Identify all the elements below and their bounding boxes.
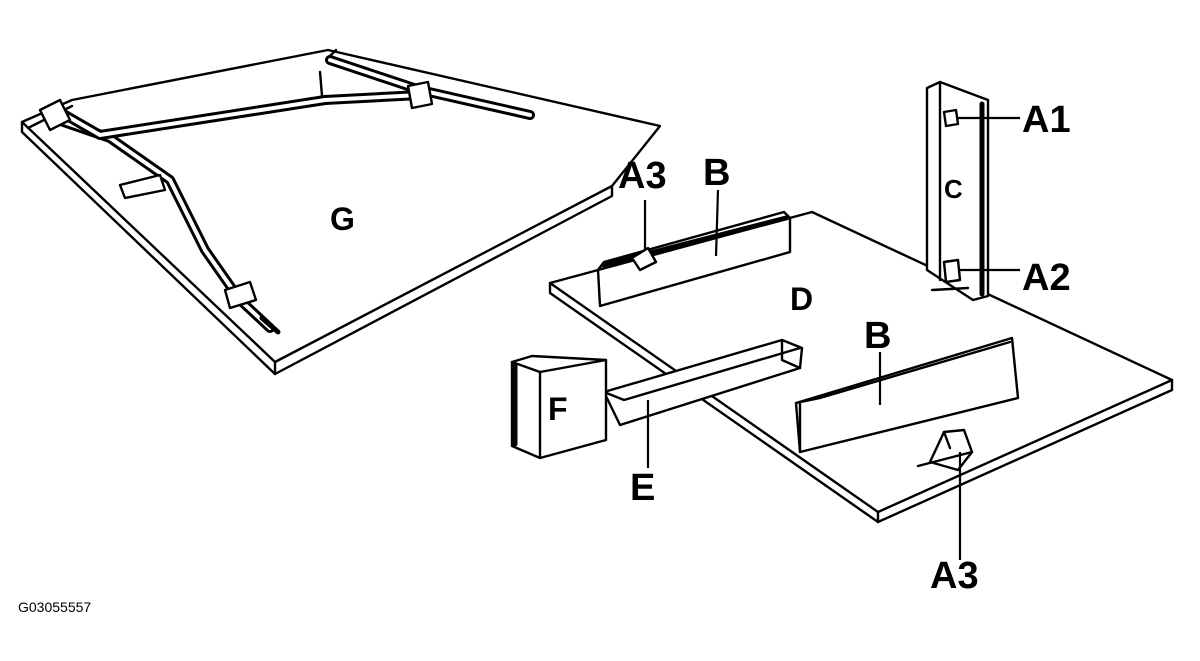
label-d: D	[790, 281, 813, 317]
clip-a3-bottom	[916, 428, 974, 472]
callout-b-bottom: B	[864, 315, 891, 357]
panel-g	[20, 48, 662, 376]
callout-a2: A2	[1022, 257, 1071, 299]
strip-b-top	[596, 210, 792, 308]
callout-b-top: B	[703, 152, 730, 194]
callout-a1: A1	[1022, 99, 1071, 141]
foot-f	[510, 354, 608, 460]
strip-b-bottom	[794, 336, 1020, 454]
panel-c	[925, 80, 990, 302]
label-g: G	[330, 201, 355, 237]
callout-a3-bottom: A3	[930, 555, 979, 597]
figure-id: G03055557	[18, 599, 91, 615]
label-f: F	[548, 391, 568, 427]
leader-lines	[643, 116, 1020, 560]
arm-e	[602, 338, 804, 427]
callout-a3-top: A3	[618, 155, 667, 197]
label-c: C	[944, 174, 963, 204]
callout-e: E	[630, 467, 655, 509]
